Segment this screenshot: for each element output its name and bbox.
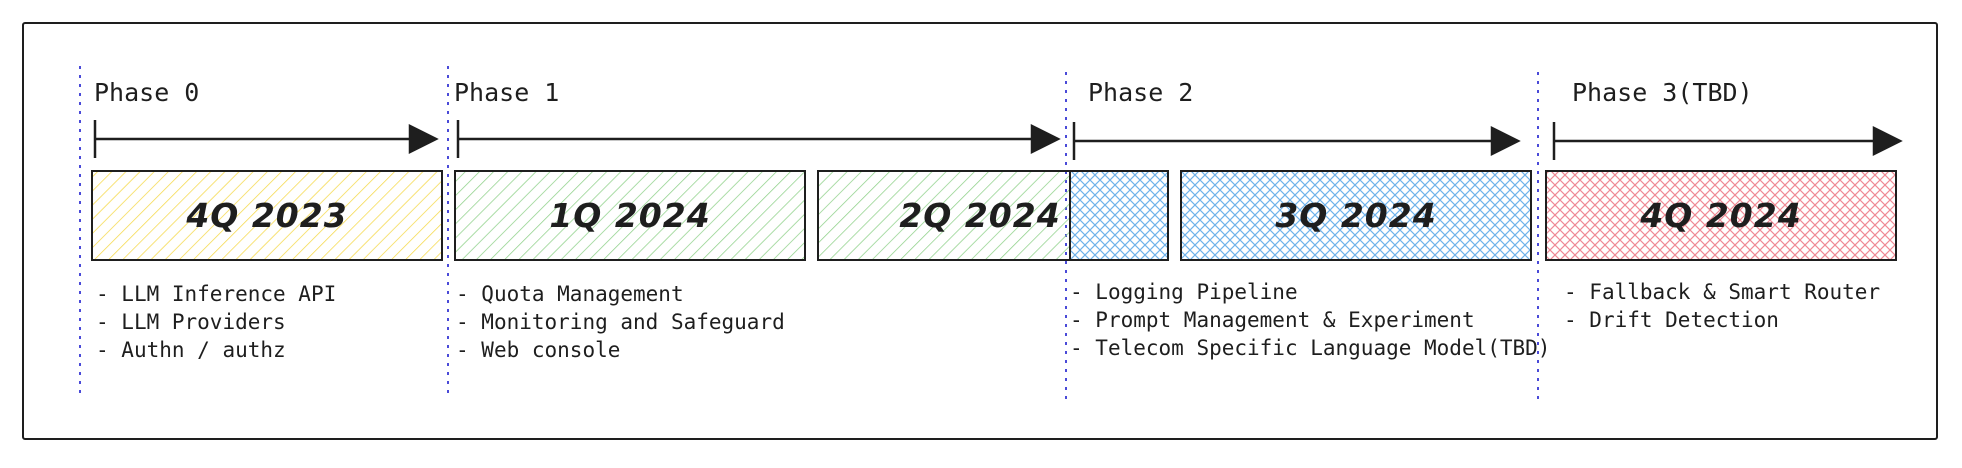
phase-arrow [1552,122,1903,160]
quarter-label: 2Q 2024 [899,196,1061,235]
list-item: Fallback & Smart Router [1564,278,1880,306]
phase-arrow [93,120,439,158]
phase-0-items: LLM Inference API LLM Providers Authn / … [96,280,336,364]
list-item: LLM Providers [96,308,336,336]
list-item: Authn / authz [96,336,336,364]
list-item: Quota Management [456,280,785,308]
quarter-label: 3Q 2024 [1275,196,1437,235]
quarter-box-4q-2023 [91,170,443,261]
diagram-frame [22,22,1938,440]
list-item: Drift Detection [1564,306,1880,334]
quarter-label: 4Q 2023 [186,196,348,235]
quarter-box-bridge [1069,170,1169,261]
quarter-label: 1Q 2024 [549,196,711,235]
list-item: LLM Inference API [96,280,336,308]
phase-title-1: Phase 1 [454,78,560,107]
quarter-box-3q-2024 [1180,170,1532,261]
phase-3-items: Fallback & Smart Router Drift Detection [1564,278,1880,334]
quarter-label: 4Q 2024 [1640,196,1802,235]
quarter-box-4q-2024 [1545,170,1897,261]
phase-title-0: Phase 0 [94,78,200,107]
phase-title-2: Phase 2 [1088,78,1194,107]
phase-arrow [1072,122,1521,160]
quarter-box-2q-2024 [817,170,1071,261]
phase-title-3: Phase 3(TBD) [1572,78,1753,107]
phase-arrow [456,120,1061,158]
phase-1-items: Quota Management Monitoring and Safeguar… [456,280,785,364]
list-item: Prompt Management & Experiment [1070,306,1550,334]
list-item: Monitoring and Safeguard [456,308,784,336]
list-item: Telecom Specific Language Model(TBD) [1070,334,1550,362]
list-item: Web console [456,336,785,364]
phase-2-items: Logging Pipeline Prompt Management & Exp… [1070,278,1550,362]
list-item: Logging Pipeline [1070,278,1550,306]
quarter-box-1q-2024 [454,170,806,261]
